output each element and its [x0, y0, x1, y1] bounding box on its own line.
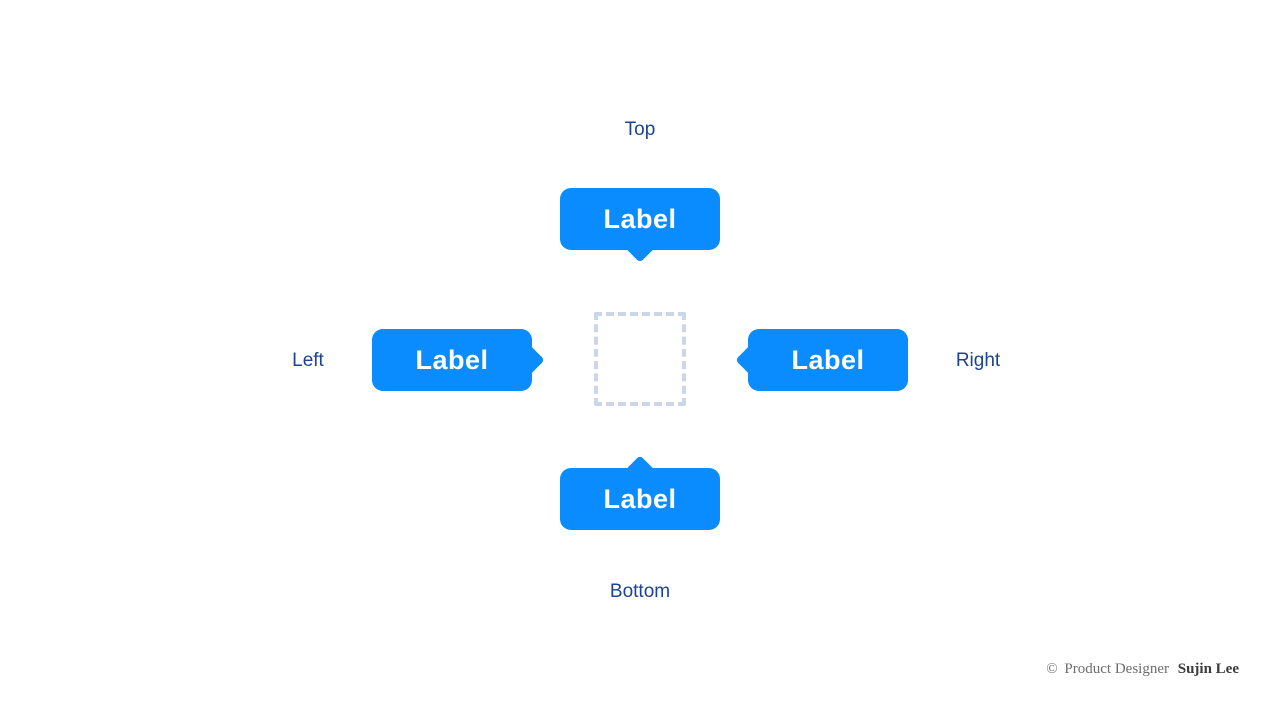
- tooltip-label: Label: [603, 203, 677, 234]
- direction-label-right: Right: [955, 350, 1001, 371]
- copyright-icon: ©: [1046, 661, 1058, 677]
- tooltip-label: Label: [415, 344, 489, 375]
- direction-label-left: Left: [292, 350, 324, 371]
- direction-label-top: Top: [624, 119, 656, 140]
- tooltip-arrow-right-icon: [519, 347, 545, 373]
- tooltip-left[interactable]: Label: [372, 329, 545, 391]
- tooltip-arrow-up-icon: [627, 455, 653, 481]
- tooltip-arrow-left-icon: [735, 347, 761, 373]
- tooltip-top[interactable]: Label: [560, 188, 720, 263]
- credit-role: Product Designer: [1064, 661, 1169, 677]
- tooltip-label: Label: [791, 344, 865, 375]
- credit: © Product Designer Sujin Lee: [1046, 661, 1239, 678]
- target-placeholder-box: [594, 312, 686, 406]
- tooltip-arrow-down-icon: [627, 237, 653, 263]
- direction-label-bottom: Bottom: [609, 581, 671, 602]
- tooltip-right[interactable]: Label: [735, 329, 908, 391]
- credit-author: Sujin Lee: [1177, 661, 1239, 677]
- tooltip-label: Label: [603, 483, 677, 514]
- tooltip-bottom[interactable]: Label: [560, 455, 720, 530]
